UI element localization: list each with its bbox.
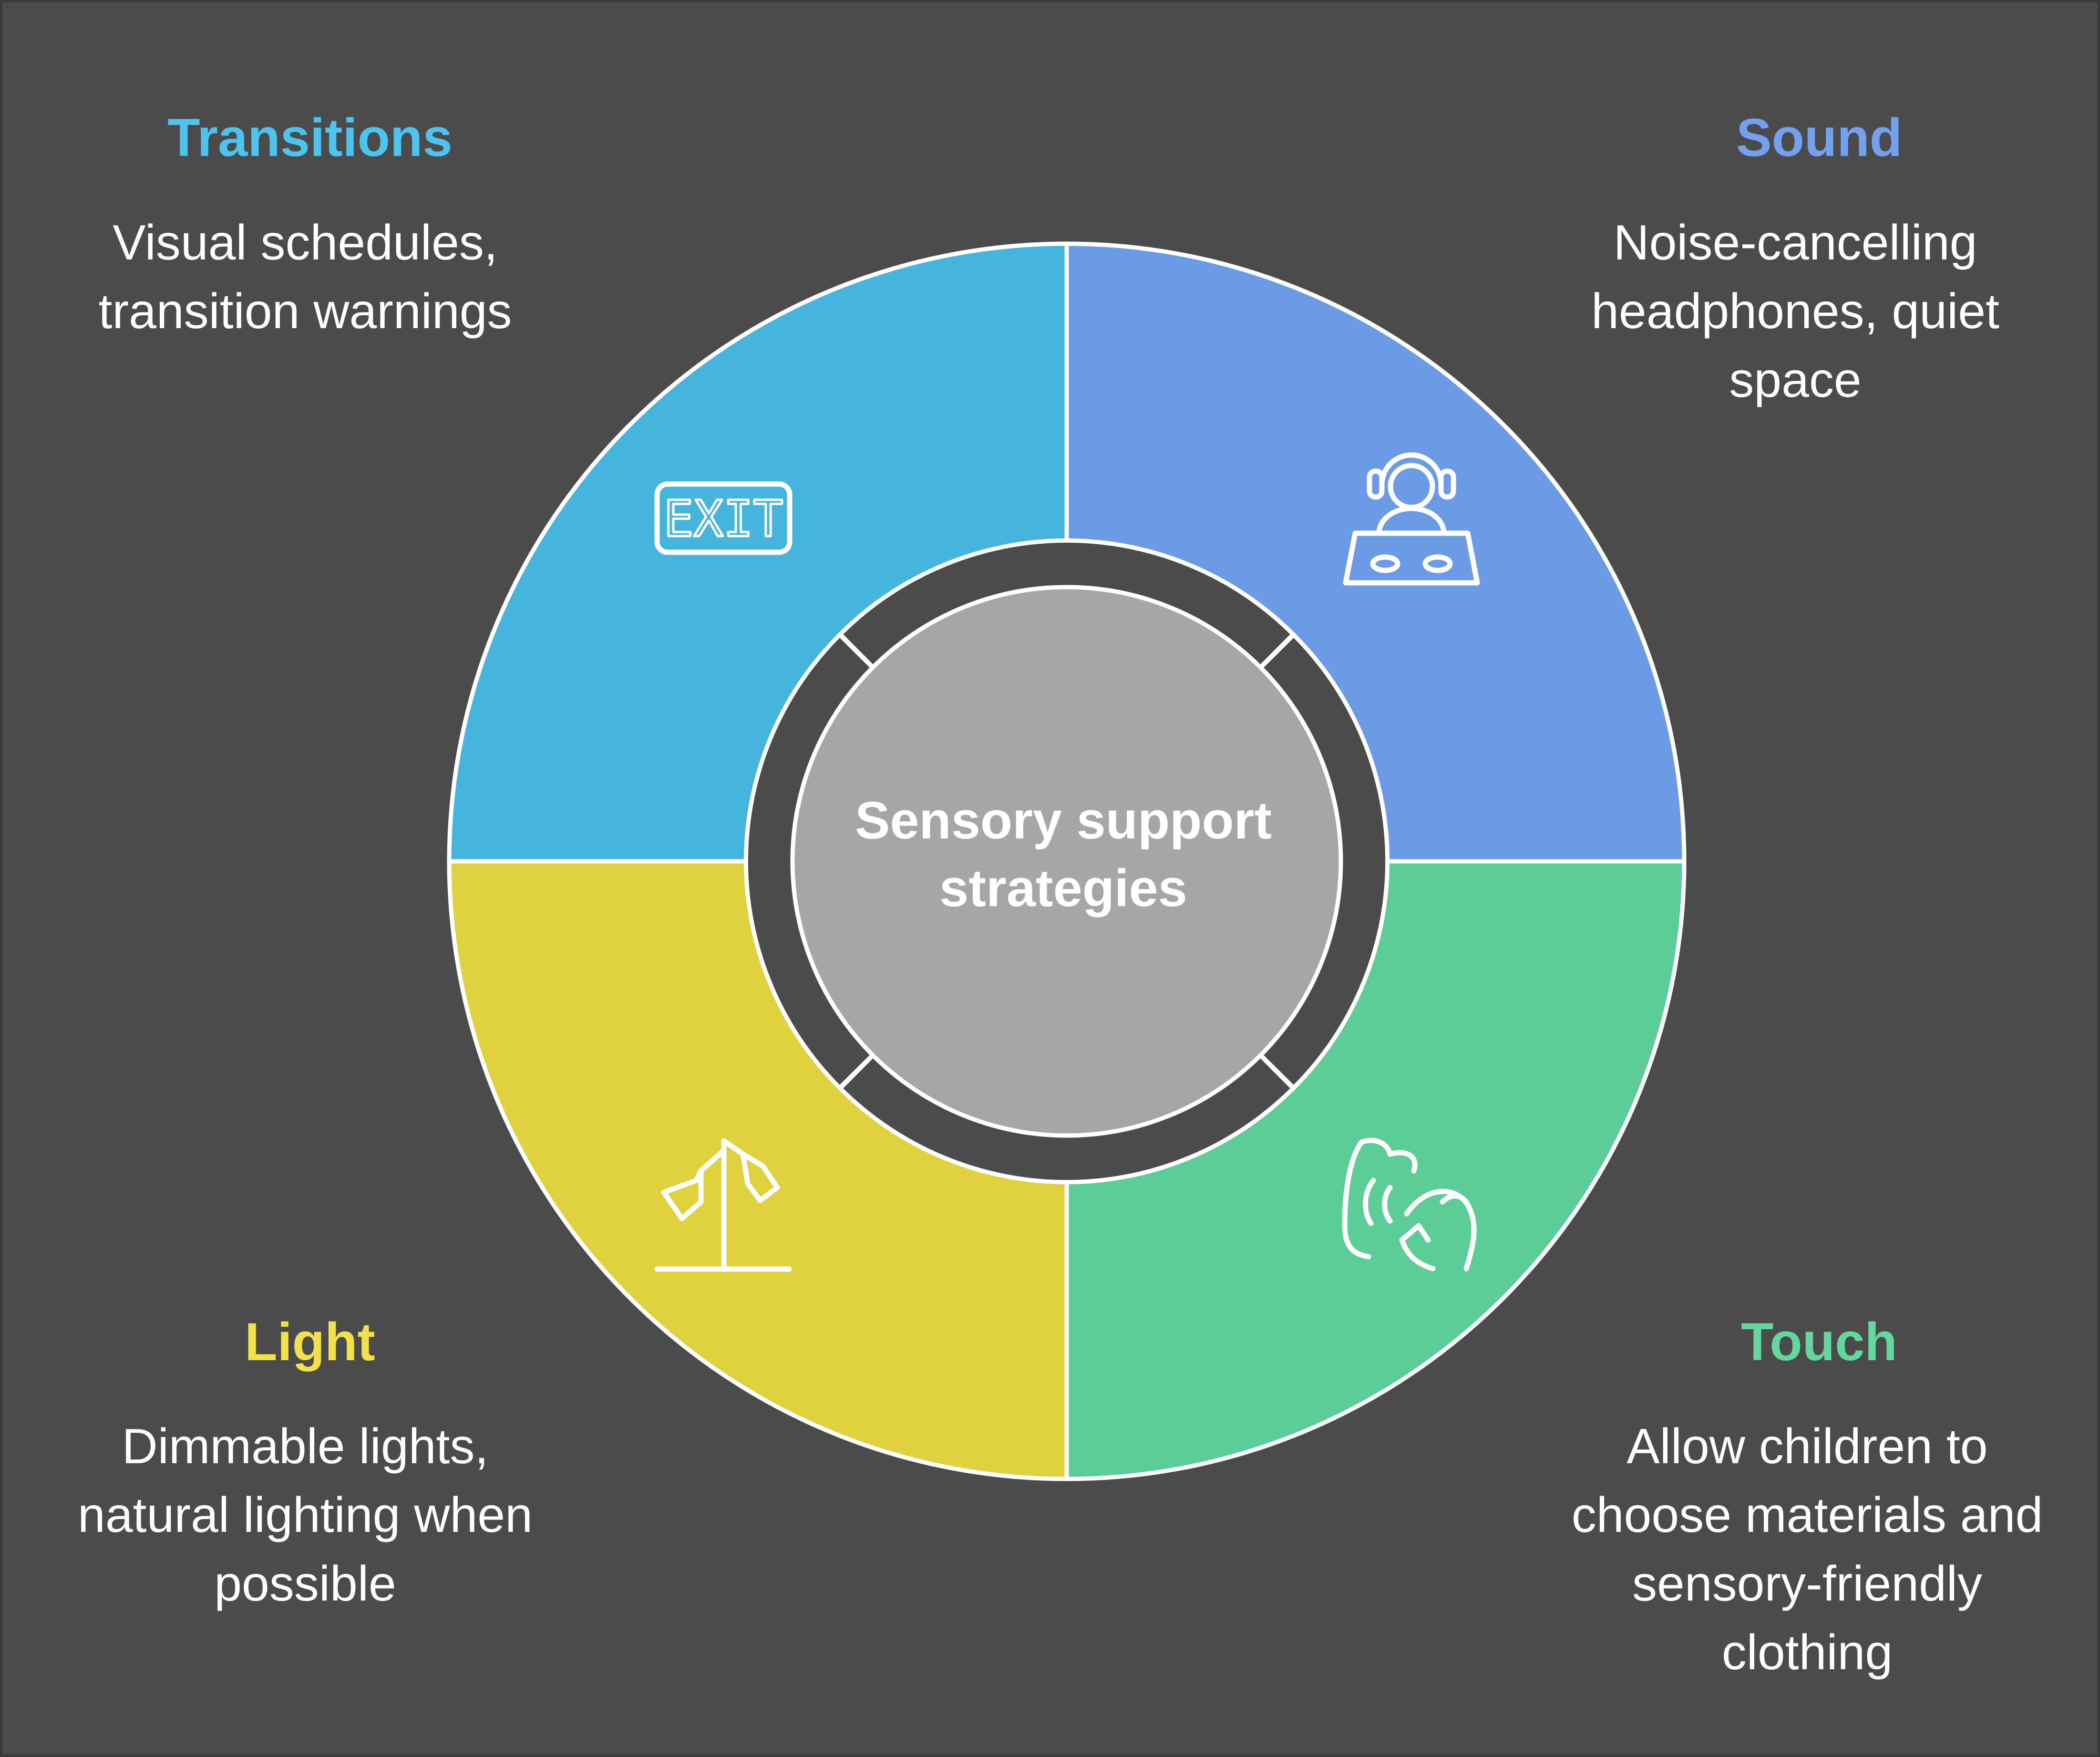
lamp-icon [654,1138,792,1272]
title-transitions: Transitions [167,108,453,167]
title-sound: Sound [1736,108,1903,167]
center-label: Sensory support strategies [854,791,1272,918]
exit-sign-icon: EXIT [654,481,793,555]
desc-touch: Allow children to choose materials and s… [1571,1419,2043,1680]
center-circle [790,585,1343,1138]
dj-headphones-icon [1343,452,1480,586]
title-touch: Touch [1741,1312,1897,1372]
hand-touch-icon [1342,1137,1477,1271]
desc-light: Dimmable lights, natural lighting when p… [78,1419,533,1612]
desc-sound: Noise-cancelling headphones, quiet space [1591,215,1999,408]
title-light: Light [245,1312,375,1372]
desc-transitions: Visual schedules, transition warnings [98,215,512,339]
exit-sign-text: EXIT [664,490,783,548]
